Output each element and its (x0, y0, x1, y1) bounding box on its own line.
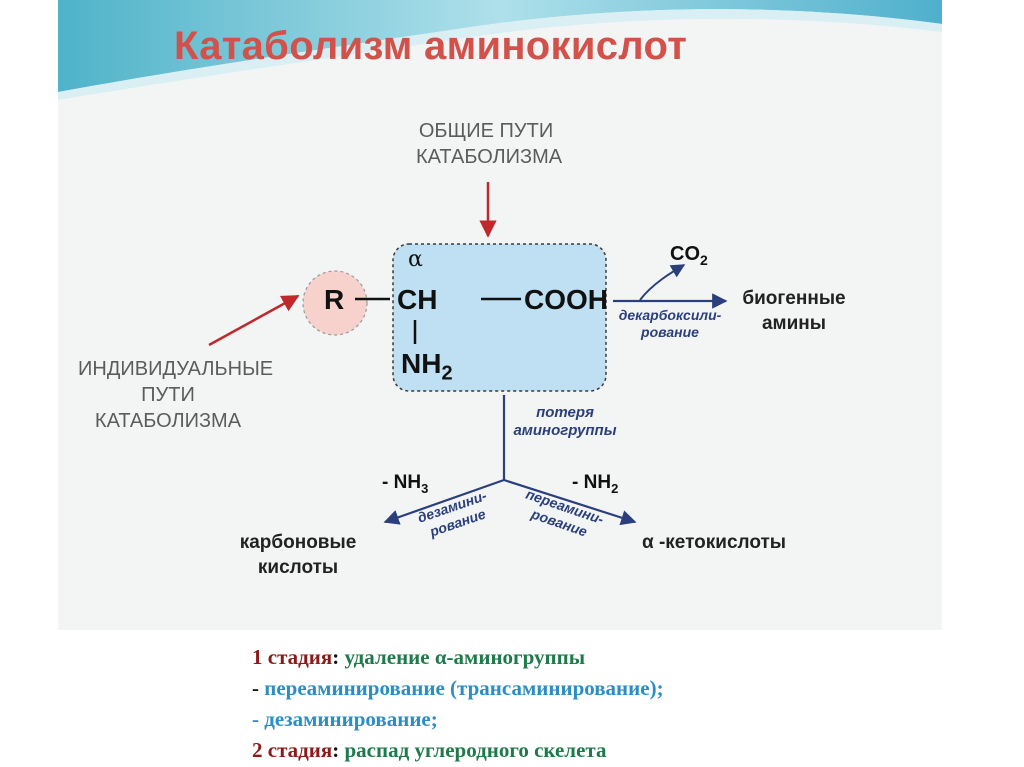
stage1-text: удаление α-аминогруппы (344, 645, 586, 669)
co2-main: CO (670, 243, 700, 265)
label-loss-amino: потеря аминогруппы (510, 404, 620, 440)
nh2-group: NH2 (401, 348, 453, 386)
label-individual-paths: ИНДИВИДУАЛЬНЫЕ ПУТИ КАТАБОЛИЗМА (78, 356, 274, 434)
arrow-deamination (383, 478, 505, 525)
r-group: R (324, 284, 345, 315)
minus-nh3-sub: 3 (421, 480, 429, 496)
co2-label: CO2 (670, 243, 708, 268)
stage1-label: 1 стадия (252, 645, 333, 669)
nh2-main: NH (401, 348, 442, 379)
notes-block: 1 стадия: удаление α-аминогруппы - переа… (252, 642, 664, 766)
note-stage1: 1 стадия: удаление α-аминогруппы (252, 642, 664, 673)
label-biogenic-amines-line1: биогенные (742, 288, 846, 309)
label-general-paths-line2: КАТАБОЛИЗМА (416, 146, 563, 168)
stage2-text: распад углеродного скелета (344, 738, 607, 762)
alpha-symbol: α (408, 247, 423, 272)
minus-nh3-label: - NH3 (382, 472, 428, 496)
label-decarboxylation-line1: декарбоксили- (618, 307, 722, 323)
minus-nh2-main: - NH (572, 472, 612, 493)
slide: Катаболизм аминокислот ОБЩИЕ ПУТИ (58, 0, 942, 630)
ch-group: CH (397, 284, 438, 315)
arrow-individual-paths (208, 294, 300, 347)
nh2-sub: 2 (441, 362, 453, 385)
note-transamination: - переаминирование (трансаминирование); (252, 673, 664, 704)
note-deamination: - дезаминирование; (252, 707, 438, 731)
label-general-paths: ОБЩИЕ ПУТИ КАТАБОЛИЗМА (416, 118, 563, 170)
minus-nh2-label: - NH2 (572, 472, 618, 496)
label-loss-amino-line2: аминогруппы (513, 422, 617, 439)
label-individual-paths-line3: КАТАБОЛИЗМА (94, 410, 242, 432)
label-carboxylic-acids-line1: карбоновые (239, 532, 357, 553)
label-carboxylic-acids: карбоновые кислоты (228, 530, 368, 580)
wave-decoration (58, 0, 942, 101)
note-line2-text: переаминирование (трансаминирование); (264, 676, 664, 700)
page-title: Катаболизм аминокислот (174, 24, 688, 68)
note-line2-dash: - (252, 676, 265, 700)
label-carboxylic-acids-line2: кислоты (257, 557, 339, 578)
arrow-transamination (503, 478, 637, 526)
label-keto-acids: α -кетокислоты (642, 532, 787, 553)
label-individual-paths-line1: ИНДИВИДУАЛЬНЫЕ (78, 358, 274, 380)
label-decarboxylation: декарбоксили- рование (610, 307, 730, 341)
label-biogenic-amines-line2: амины (761, 313, 826, 334)
minus-nh3-main: - NH (382, 472, 422, 493)
note-stage2: 2 стадия: распад углеродного скелета (252, 735, 664, 766)
cooh-group: COOH (524, 284, 608, 315)
label-loss-amino-line1: потеря (536, 404, 594, 421)
co2-sub: 2 (700, 252, 708, 268)
label-general-paths-line1: ОБЩИЕ ПУТИ (418, 120, 554, 142)
label-biogenic-amines: биогенные амины (734, 286, 854, 336)
molecule-box (392, 243, 607, 392)
r-group-circle (302, 270, 368, 336)
label-individual-paths-line2: ПУТИ (141, 384, 195, 406)
minus-nh2-sub: 2 (611, 480, 619, 496)
stage2-label: 2 стадия (252, 738, 333, 762)
diagram-arrows (208, 182, 728, 526)
label-decarboxylation-line2: рование (641, 324, 699, 340)
arrow-co2-release (639, 264, 686, 301)
wave-band (58, 0, 942, 92)
wave-highlight (58, 9, 942, 101)
stage1-colon: : (332, 645, 345, 669)
stage2-colon: : (332, 738, 345, 762)
